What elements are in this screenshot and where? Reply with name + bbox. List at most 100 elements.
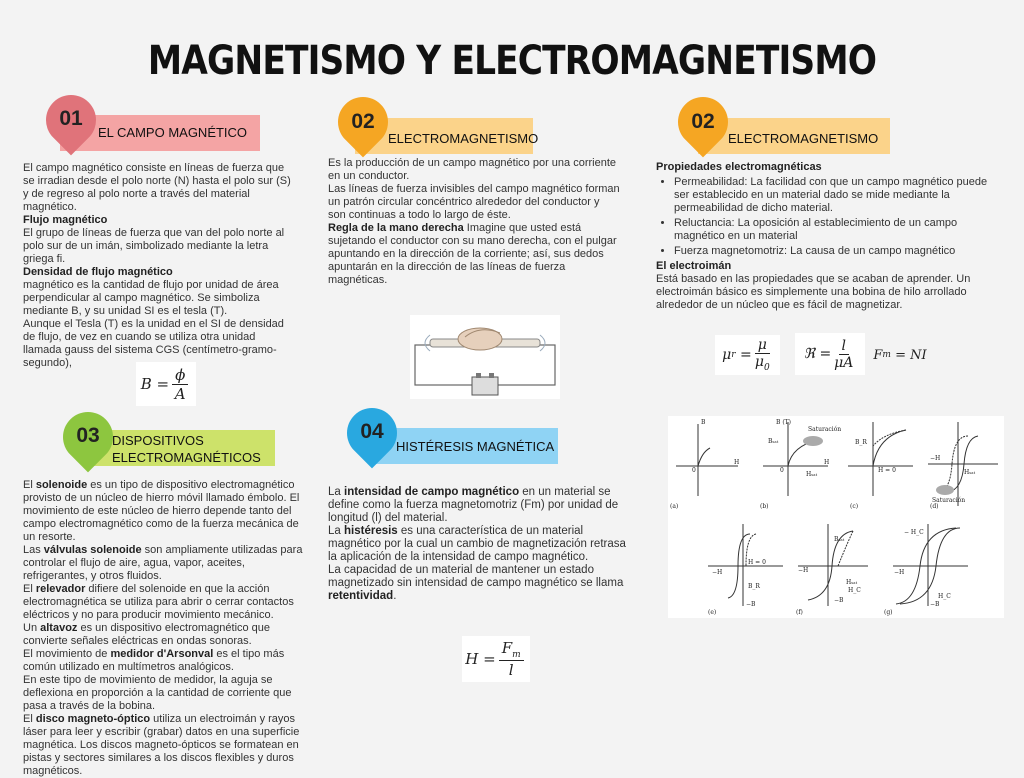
svg-text:(c): (c) xyxy=(850,503,858,510)
section-02-text: Es la producción de un campo magnético p… xyxy=(328,157,620,287)
s3-para: El solenoide es un tipo de dispositivo e… xyxy=(23,479,300,543)
s2b-heading: Propiedades electromagnéticas xyxy=(656,161,822,173)
s3-para: El disco magneto-óptico utiliza un elect… xyxy=(23,713,300,777)
section-02-number: 02 xyxy=(351,110,375,133)
s4-p3: La capacidad de un material de mantener … xyxy=(328,564,624,602)
s4-p2: La histéresis es una característica de u… xyxy=(328,525,626,563)
svg-text:B (T): B (T) xyxy=(776,419,791,426)
svg-text:H = 0: H = 0 xyxy=(748,559,766,566)
property-item: Reluctancia: La oposición al establecimi… xyxy=(674,217,998,243)
svg-text:Saturación: Saturación xyxy=(808,426,841,433)
s1-flujo-text: El grupo de líneas de fuerza que van del… xyxy=(23,227,285,265)
s2-rule: Regla de la mano derecha Imagine que ust… xyxy=(328,222,620,287)
fh-lhs: H = xyxy=(465,650,496,668)
s2-rule-text: Imagine que usted está sujetando el cond… xyxy=(328,222,617,286)
section-02b-label: ELECTROMAGNETISMO xyxy=(728,131,879,146)
s3-para: El movimiento de medidor d'Arsonval es e… xyxy=(23,648,285,673)
fh-den: l xyxy=(508,661,514,679)
f2-den: μA xyxy=(834,354,854,371)
section-02b-band xyxy=(698,118,890,154)
svg-text:− H_C: − H_C xyxy=(904,529,924,536)
s2-rule-title: Regla de la mano derecha xyxy=(328,222,464,234)
properties-list: Permeabilidad: La facilidad con que un c… xyxy=(656,176,998,258)
fh-num-sub: m xyxy=(512,650,521,660)
panel-c: B_R H = 0 (c) xyxy=(848,422,913,510)
section-04-text: La intensidad de campo magnético en un m… xyxy=(328,486,636,603)
formula-b-den: A xyxy=(174,384,186,403)
svg-text:(b): (b) xyxy=(760,503,769,510)
fh-num: F xyxy=(501,639,513,657)
s2-p2: Las líneas de fuerza invisibles del camp… xyxy=(328,183,620,221)
svg-text:Hₛₐₜ: Hₛₐₜ xyxy=(964,469,976,476)
svg-text:0: 0 xyxy=(780,467,784,474)
s1-intro: El campo magnético consiste en líneas de… xyxy=(23,162,291,213)
section-03-label: DISPOSITIVOS ELECTROMAGNÉTICOS xyxy=(112,432,261,466)
svg-text:(g): (g) xyxy=(884,609,893,616)
svg-text:B: B xyxy=(701,419,706,426)
svg-text:Hₛₐₜ: Hₛₐₜ xyxy=(806,471,818,478)
svg-text:Saturación: Saturación xyxy=(932,497,965,504)
svg-text:−B: −B xyxy=(746,601,756,608)
panel-d: −H Hₛₐₜ Saturación(d) xyxy=(928,422,998,510)
svg-text:0: 0 xyxy=(692,467,696,474)
f1-num: μ xyxy=(754,337,770,355)
f3-rhs: = NI xyxy=(895,347,927,363)
svg-text:−H: −H xyxy=(930,455,940,462)
section-01-text: El campo magnético consiste en líneas de… xyxy=(23,162,295,370)
svg-text:H: H xyxy=(824,459,829,466)
svg-text:(d): (d) xyxy=(930,503,939,510)
svg-text:−H: −H xyxy=(712,569,722,576)
f3-sub: m xyxy=(882,350,891,360)
s3-para: En este tipo de movimiento de medidor, l… xyxy=(23,674,292,712)
s3-para: Las válvulas solenoide son ampliamente u… xyxy=(23,544,303,582)
s2b-em-title: El electroimán xyxy=(656,260,732,272)
formula-b-lhs: B = xyxy=(140,375,170,393)
section-04-label: HISTÉRESIS MAGNÉTICA xyxy=(396,439,555,454)
section-03-text: El solenoide es un tipo de dispositivo e… xyxy=(23,479,303,778)
svg-text:H_C: H_C xyxy=(938,593,951,600)
section-01-label: EL CAMPO MAGNÉTICO xyxy=(98,125,248,140)
section-03-band xyxy=(90,430,275,466)
f1-den-sub: 0 xyxy=(763,362,770,373)
s2b-em-text: Está basado en las propiedades que se ac… xyxy=(656,273,971,311)
f1-sub: r xyxy=(731,350,736,360)
s3-para: El relevador difiere del solenoide en qu… xyxy=(23,583,294,621)
svg-text:Bₛₐₜ: Bₛₐₜ xyxy=(834,536,845,543)
svg-text:−B: −B xyxy=(834,597,844,604)
section-01-number: 01 xyxy=(59,107,83,130)
svg-text:H: H xyxy=(734,459,739,466)
s3-label-line1: DISPOSITIVOS xyxy=(112,433,204,448)
svg-text:B_R: B_R xyxy=(855,439,867,446)
formula-b-num: ϕ xyxy=(172,366,189,385)
panel-a: BH 0(a) xyxy=(670,419,739,510)
s3-label-line2: ELECTROMAGNÉTICOS xyxy=(112,450,261,465)
section-04-number: 04 xyxy=(360,420,384,443)
s4-p1: La intensidad de campo magnético en un m… xyxy=(328,486,619,524)
svg-text:H_C: H_C xyxy=(848,587,861,594)
svg-text:B_R: B_R xyxy=(748,583,760,590)
property-item: Permeabilidad: La facilidad con que un c… xyxy=(674,176,998,215)
section-03-number: 03 xyxy=(76,424,100,447)
s1-heading-densidad: Densidad de flujo magnético xyxy=(23,266,173,278)
right-hand-rule-image xyxy=(410,315,560,399)
section-02-label: ELECTROMAGNETISMO xyxy=(388,131,539,146)
f2-num: l xyxy=(838,338,850,355)
f1-lhs: μ xyxy=(722,347,732,363)
f2-lhs: ℜ = xyxy=(803,346,832,362)
svg-text:−H: −H xyxy=(894,569,904,576)
s1-tesla-text: Aunque el Tesla (T) es la unidad en el S… xyxy=(23,318,284,369)
svg-text:H = 0: H = 0 xyxy=(878,467,896,474)
section-02b-text: Propiedades electromagnéticas Permeabili… xyxy=(656,161,998,312)
svg-text:−H: −H xyxy=(798,567,808,574)
svg-text:(f): (f) xyxy=(796,609,803,616)
f1-den: μ xyxy=(754,354,764,371)
f3-lhs: F xyxy=(873,347,883,363)
